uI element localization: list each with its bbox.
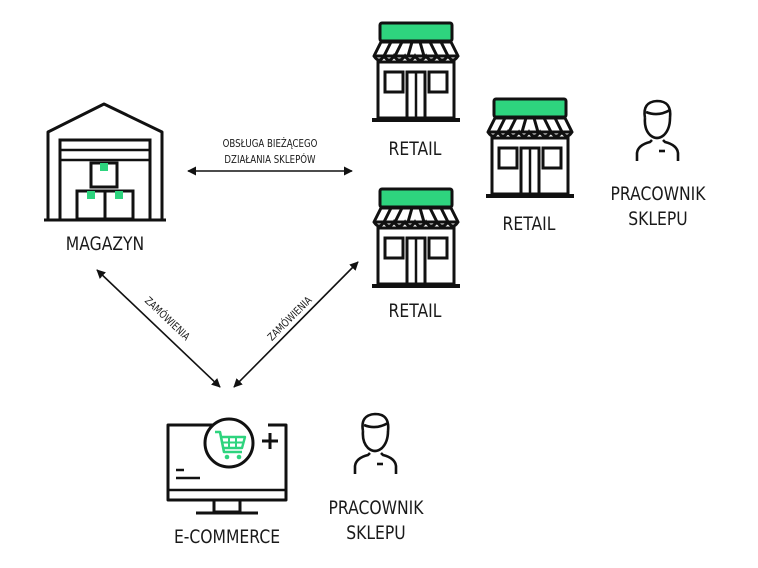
- warehouse-ecommerce-arrow: [96, 269, 221, 388]
- cart-icon: [215, 430, 247, 460]
- person-icon: [353, 412, 398, 476]
- ecommerce-label: E-COMMERCE: [173, 526, 281, 548]
- retail-label-bottom: RETAIL: [388, 300, 442, 322]
- store-worker-label-top: PRACOWNIK SKLEPU: [610, 183, 706, 230]
- monitor-cart-icon: [166, 417, 288, 515]
- person-icon: [635, 99, 680, 163]
- storefront-icon: [370, 21, 462, 124]
- storefront-icon: [484, 97, 576, 200]
- retail-label-top: RETAIL: [388, 138, 442, 160]
- warehouse-label: MAGAZYN: [65, 233, 145, 255]
- warehouse-icon: [44, 102, 166, 222]
- retail-ecommerce-arrow: [233, 261, 359, 388]
- warehouse-retail-edge-label: OBSŁUGA BIEŻĄCEGO DZIAŁANIA SKLEPÓW: [222, 138, 318, 166]
- store-worker-label-bottom: PRACOWNIK SKLEPU: [328, 497, 424, 544]
- storefront-icon: [370, 187, 462, 290]
- retail-label-middle: RETAIL: [502, 213, 556, 235]
